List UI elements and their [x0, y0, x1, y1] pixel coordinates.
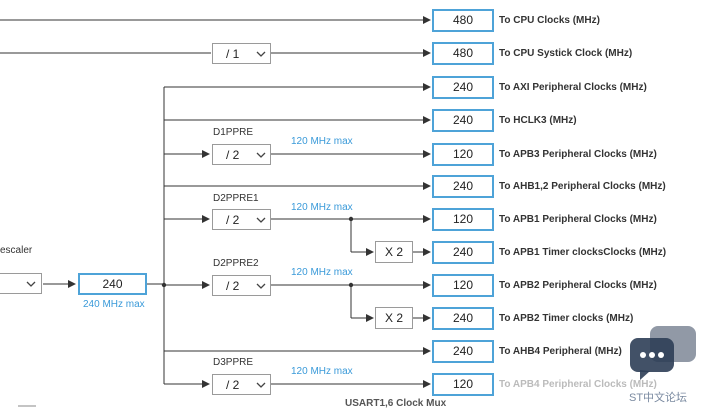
apb2-timer-clock-value[interactable]: 240	[432, 307, 494, 330]
d2ppre1-value: / 2	[226, 213, 240, 227]
chevron-down-icon	[256, 217, 266, 223]
chevron-down-icon	[256, 51, 266, 57]
cpu-clock-value[interactable]: 480	[432, 9, 494, 32]
d2ppre1-title: D2PPRE1	[213, 193, 259, 204]
ahb4-clock-label: To AHB4 Peripheral (MHz)	[499, 346, 622, 357]
apb2-timer-multiplier: X 2	[375, 307, 413, 329]
apb2-clock-label: To APB2 Peripheral Clocks (MHz)	[499, 280, 657, 291]
chevron-down-icon	[256, 382, 266, 388]
systick-prescaler-value: / 1	[226, 47, 240, 61]
d2ppre2-select[interactable]: / 2	[212, 275, 271, 296]
systick-prescaler-select[interactable]: / 1	[212, 43, 271, 64]
left-prescaler-select[interactable]	[0, 273, 42, 294]
ahb12-clock-label: To AHB1,2 Peripheral Clocks (MHz)	[499, 181, 666, 192]
d3ppre-max-note: 120 MHz max	[291, 366, 353, 377]
usart-clock-mux-label: USART1,6 Clock Mux	[345, 398, 447, 409]
d2ppre1-select[interactable]: / 2	[212, 209, 271, 230]
d3ppre-select[interactable]: / 2	[212, 374, 271, 395]
left-prescaler-label: escaler	[0, 245, 33, 256]
chevron-down-icon	[256, 152, 266, 158]
apb4-clock-value[interactable]: 120	[432, 373, 494, 396]
hclk3-label: To HCLK3 (MHz)	[499, 115, 577, 126]
apb1-timer-multiplier: X 2	[375, 241, 413, 263]
systick-clock-label: To CPU Systick Clock (MHz)	[499, 48, 633, 59]
d1ppre-value: / 2	[226, 148, 240, 162]
axi-clock-label: To AXI Peripheral Clocks (MHz)	[499, 82, 647, 93]
d3ppre-title: D3PPRE	[213, 357, 254, 368]
chevron-down-icon	[256, 283, 266, 289]
axi-clock-value[interactable]: 240	[432, 76, 494, 99]
apb1-clock-value[interactable]: 120	[432, 208, 494, 231]
apb1-timer-clock-value[interactable]: 240	[432, 241, 494, 264]
d1ppre-max-note: 120 MHz max	[291, 136, 353, 147]
d2ppre2-value: / 2	[226, 279, 240, 293]
d2ppre2-title: D2PPRE2	[213, 258, 259, 269]
hclk3-value[interactable]: 240	[432, 109, 494, 132]
sys-bus-value[interactable]: 240	[78, 273, 147, 295]
apb2-clock-value[interactable]: 120	[432, 274, 494, 297]
cpu-clock-label: To CPU Clocks (MHz)	[499, 15, 600, 26]
d1ppre-select[interactable]: / 2	[212, 144, 271, 165]
apb1-clock-label: To APB1 Peripheral Clocks (MHz)	[499, 214, 657, 225]
d2ppre1-max-note: 120 MHz max	[291, 202, 353, 213]
apb1-timer-clock-label: To APB1 Timer clocksClocks (MHz)	[499, 247, 667, 258]
apb3-clock-label: To APB3 Peripheral Clocks (MHz)	[499, 149, 657, 160]
ahb12-clock-value[interactable]: 240	[432, 175, 494, 198]
chat-bubble-icon	[630, 326, 696, 380]
d3ppre-value: / 2	[226, 378, 240, 392]
apb2-timer-clock-label: To APB2 Timer clocks (MHz)	[499, 313, 634, 324]
d1ppre-title: D1PPRE	[213, 127, 254, 138]
watermark-text: ST中文论坛	[629, 392, 688, 404]
ahb4-clock-value[interactable]: 240	[432, 340, 494, 363]
d2ppre2-max-note: 120 MHz max	[291, 267, 353, 278]
systick-clock-value[interactable]: 480	[432, 42, 494, 65]
sys-bus-max-note: 240 MHz max	[83, 299, 145, 310]
apb3-clock-value[interactable]: 120	[432, 143, 494, 166]
chevron-down-icon	[26, 281, 36, 287]
apb4-clock-label: To APB4 Peripheral Clocks (MHz)	[499, 379, 657, 390]
